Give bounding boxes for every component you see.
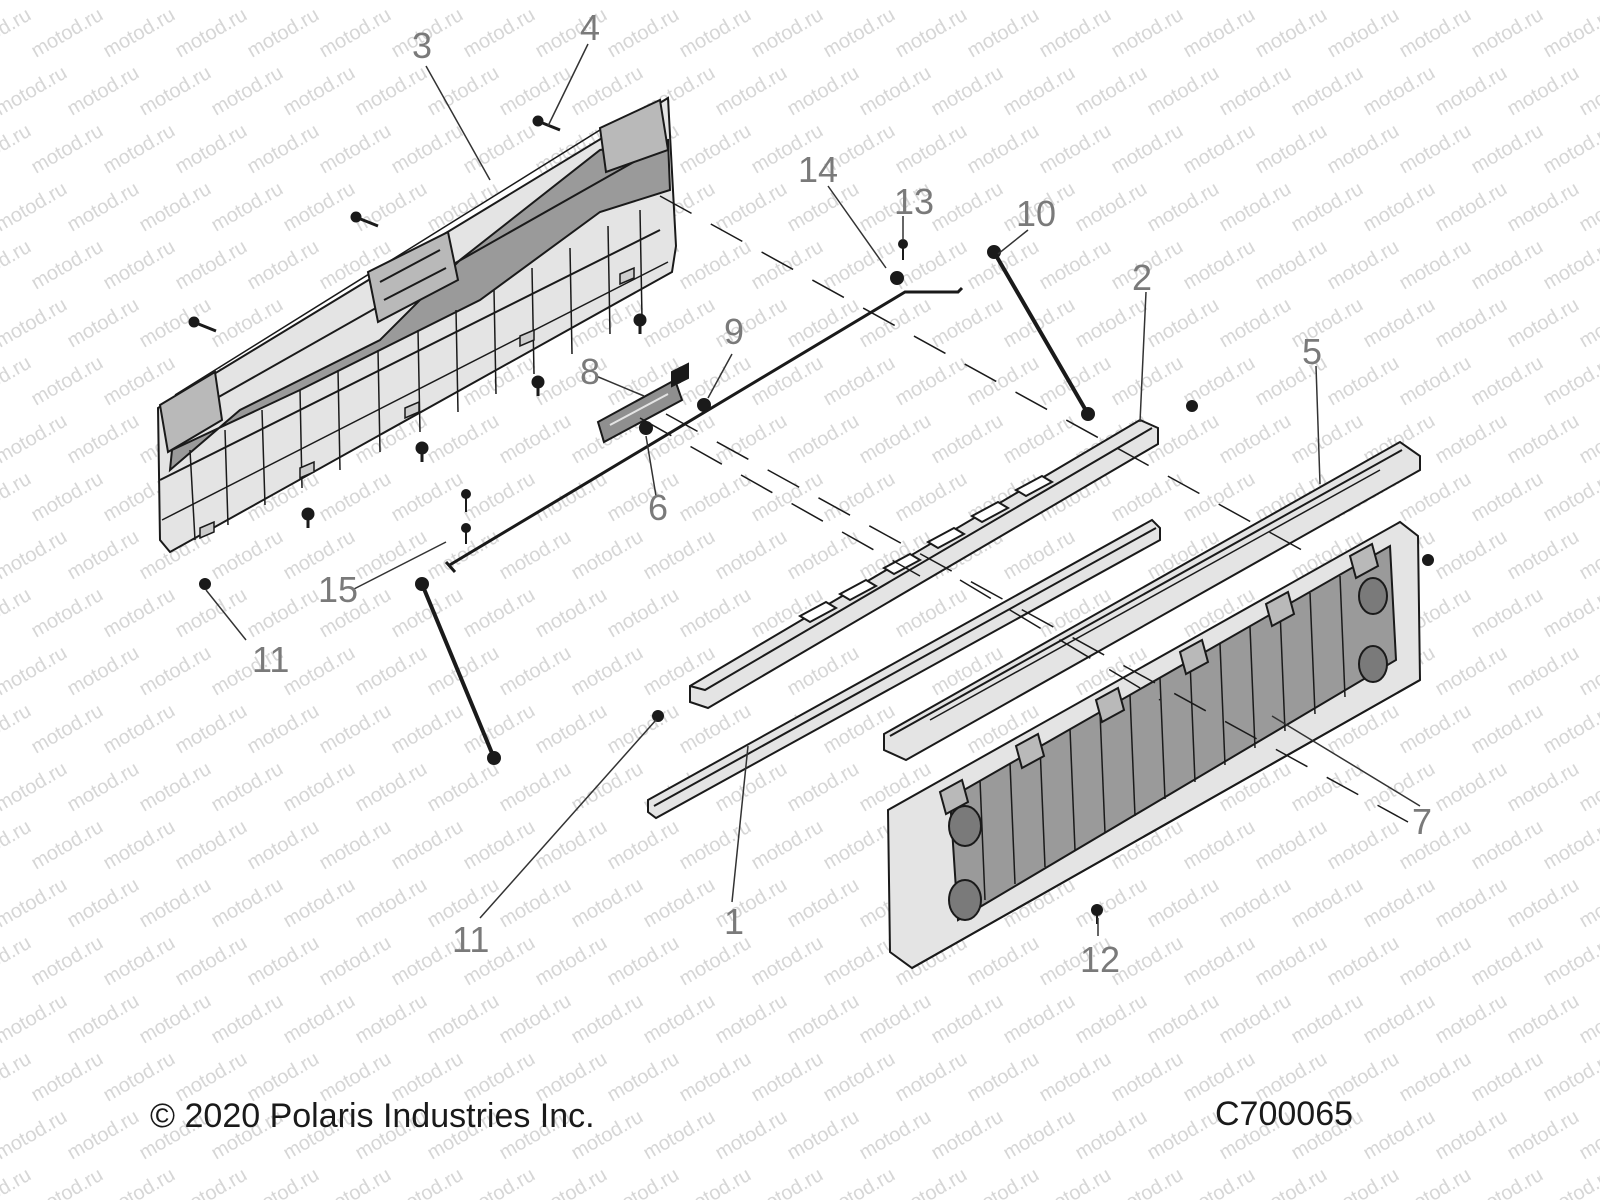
outer-tailgate: [886, 520, 1422, 970]
callout-2: 2: [1132, 257, 1152, 298]
callout-15: 15: [318, 569, 358, 610]
callout-5: 5: [1302, 331, 1322, 372]
callout-10: 10: [1016, 193, 1056, 234]
callout-12: 12: [1080, 939, 1120, 980]
latch-bracket: [596, 362, 689, 444]
callout-8: 8: [580, 351, 600, 392]
lower-trim-rail: [647, 518, 1161, 820]
callout-3: 3: [412, 25, 432, 66]
support-cable-right: [987, 245, 1095, 421]
drawing-number: C700065: [1215, 1095, 1354, 1133]
callout-11-top: 11: [252, 639, 289, 680]
alignment-lines: [639, 195, 1409, 823]
callout-9: 9: [724, 311, 744, 352]
callout-6: 6: [648, 487, 668, 528]
callout-14: 14: [798, 149, 838, 190]
inner-tailgate-panel: [156, 96, 678, 554]
leader-lines: [205, 43, 1421, 936]
support-cable-left: [415, 577, 501, 765]
callout-labels: 3 4 14 13 10 2 5 8 9 6 15 11 11 1 7 12: [252, 7, 1432, 980]
callout-7: 7: [1412, 801, 1432, 842]
callout-13: 13: [894, 181, 934, 222]
callout-4: 4: [580, 7, 600, 48]
copyright-notice: © 2020 Polaris Industries Inc.: [150, 1097, 595, 1135]
panel-screws: [188, 115, 647, 528]
callout-1: 1: [724, 901, 744, 942]
latch-rod: [444, 286, 964, 574]
callout-11-bottom: 11: [452, 919, 489, 960]
tailgate-cap: [883, 440, 1421, 762]
